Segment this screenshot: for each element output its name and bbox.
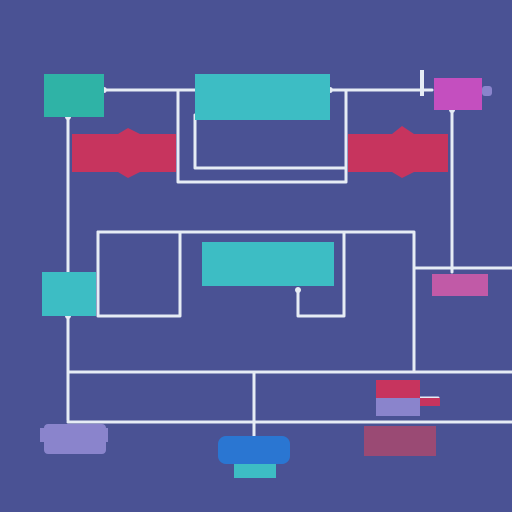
right-arrow-banner[interactable] bbox=[348, 134, 448, 172]
right-arrow-banner-shape bbox=[348, 126, 448, 178]
top-center-box[interactable] bbox=[195, 74, 330, 120]
top-right-box[interactable] bbox=[434, 78, 482, 110]
bottom-red-tag-body bbox=[376, 398, 420, 416]
connector bbox=[96, 230, 182, 318]
bottom-right-tag[interactable] bbox=[364, 426, 436, 456]
connector bbox=[176, 88, 348, 184]
connector-cap bbox=[420, 70, 424, 96]
top-right-box-tab bbox=[482, 86, 492, 96]
bottom-center-tag[interactable] bbox=[218, 436, 290, 464]
bottom-left-tag[interactable] bbox=[44, 424, 106, 454]
connector bbox=[193, 113, 347, 170]
top-left-box[interactable] bbox=[44, 74, 104, 117]
bottom-center-tag-base bbox=[234, 462, 276, 478]
left-mid-box[interactable] bbox=[42, 272, 96, 316]
bottom-red-tag[interactable] bbox=[376, 380, 420, 398]
right-mid-box[interactable] bbox=[432, 274, 488, 296]
connector-dot bbox=[295, 287, 301, 293]
connector bbox=[296, 230, 346, 318]
left-arrow-banner[interactable] bbox=[72, 134, 176, 172]
connector bbox=[96, 230, 416, 372]
left-arrow-banner-shape bbox=[72, 128, 176, 178]
center-box[interactable] bbox=[202, 242, 334, 286]
